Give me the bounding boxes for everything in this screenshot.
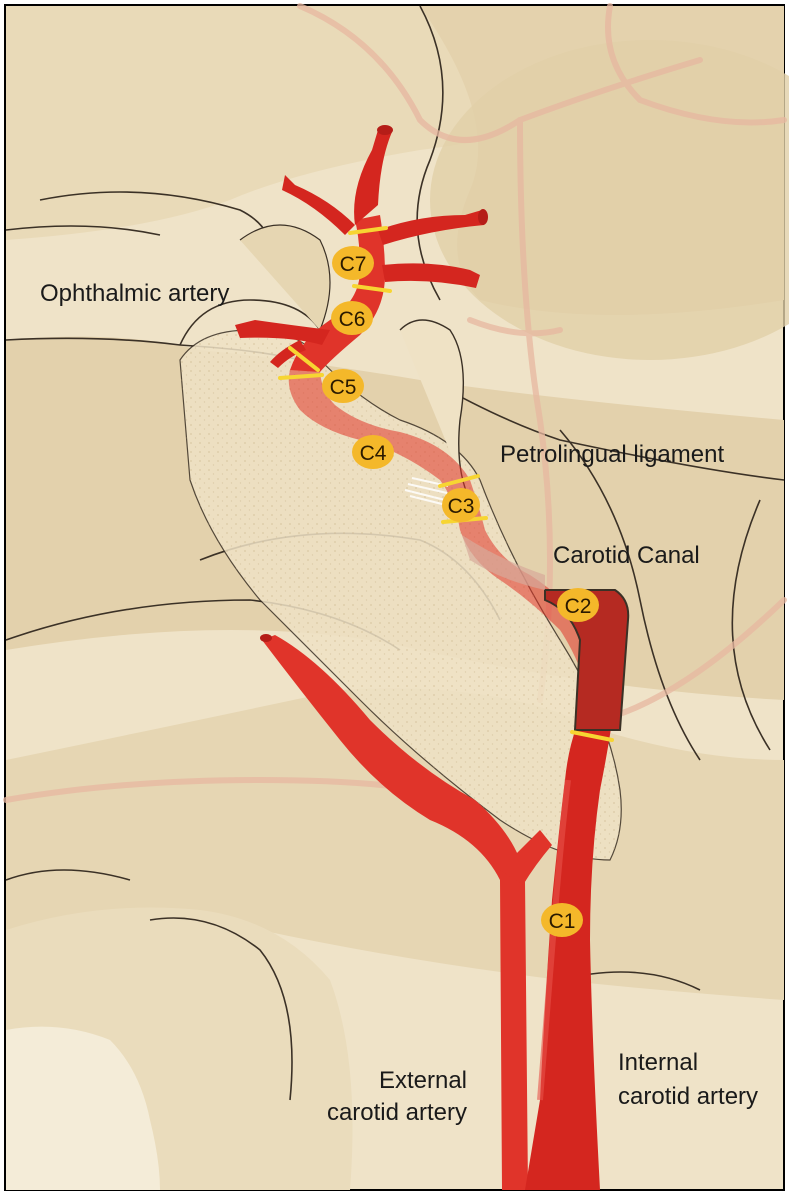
segment-marker-c5: C5 — [322, 369, 364, 403]
label-ophthalmic-artery: Ophthalmic artery — [40, 280, 229, 307]
segment-label-c4: C4 — [360, 442, 387, 465]
segment-marker-c7: C7 — [332, 246, 374, 280]
segment-marker-c4: C4 — [352, 435, 394, 469]
label-internal-carotid-line1: Internal — [618, 1049, 698, 1076]
segment-marker-c1: C1 — [541, 903, 583, 937]
segment-label-c1: C1 — [549, 910, 576, 933]
label-external-carotid-line1: External — [379, 1067, 467, 1094]
label-petrolingual-ligament: Petrolingual ligament — [500, 441, 724, 468]
segment-label-c2: C2 — [565, 595, 592, 618]
segment-label-c7: C7 — [340, 253, 367, 276]
segment-marker-c6: C6 — [331, 301, 373, 335]
label-carotid-canal: Carotid Canal — [553, 542, 700, 569]
label-external-carotid-line2: carotid artery — [327, 1099, 467, 1126]
segment-marker-c2: C2 — [557, 588, 599, 622]
segment-label-c6: C6 — [339, 308, 366, 331]
segment-marker-c3: C3 — [442, 488, 480, 522]
segment-label-c3: C3 — [448, 495, 475, 518]
segment-label-c5: C5 — [330, 376, 357, 399]
label-internal-carotid-line2: carotid artery — [618, 1083, 758, 1110]
